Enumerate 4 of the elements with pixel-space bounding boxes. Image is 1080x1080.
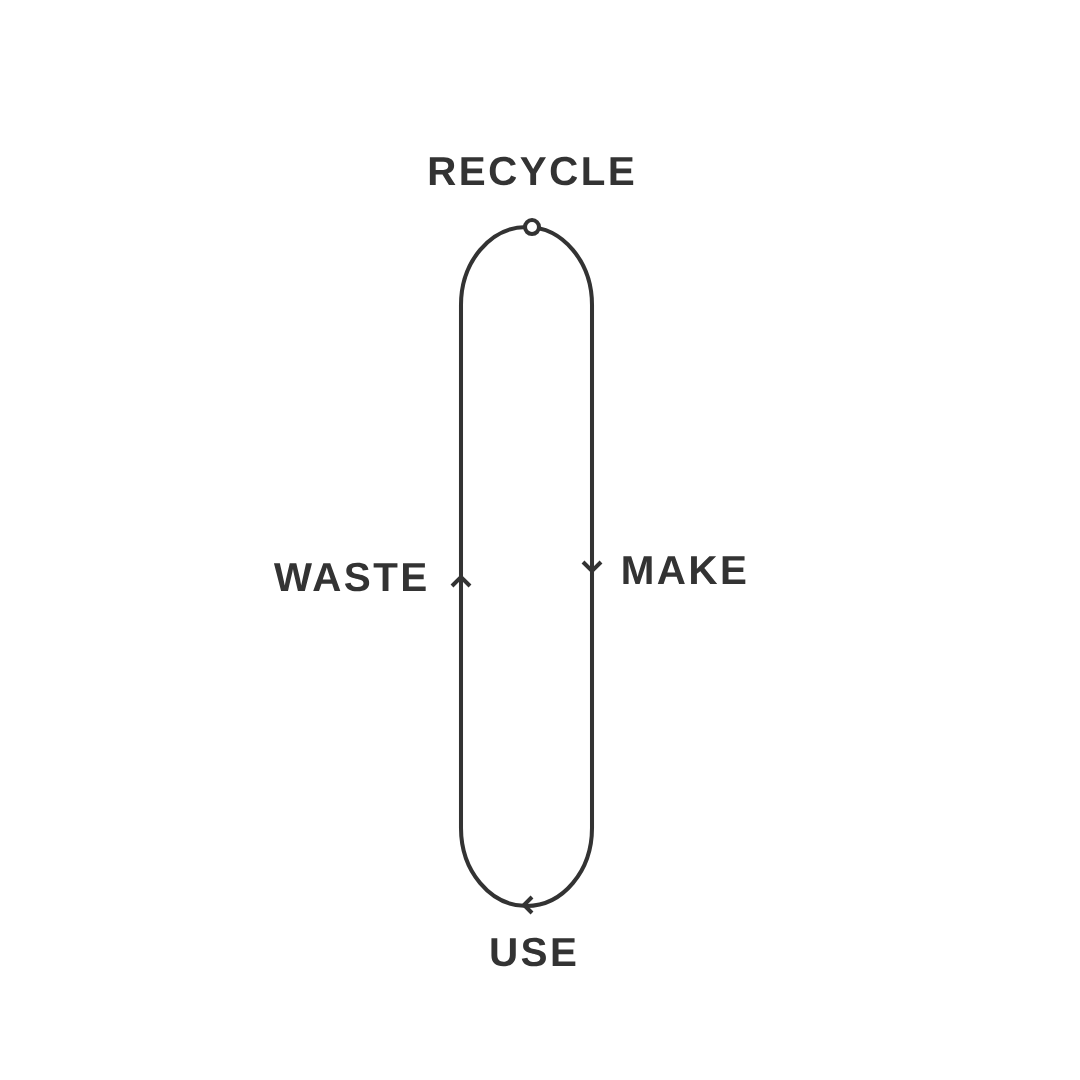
stage-label: USE xyxy=(491,937,576,967)
stage-label: MAKE xyxy=(623,556,746,584)
stage-label: RECYCLE xyxy=(429,156,634,186)
stage-label: WASTE xyxy=(273,562,426,592)
